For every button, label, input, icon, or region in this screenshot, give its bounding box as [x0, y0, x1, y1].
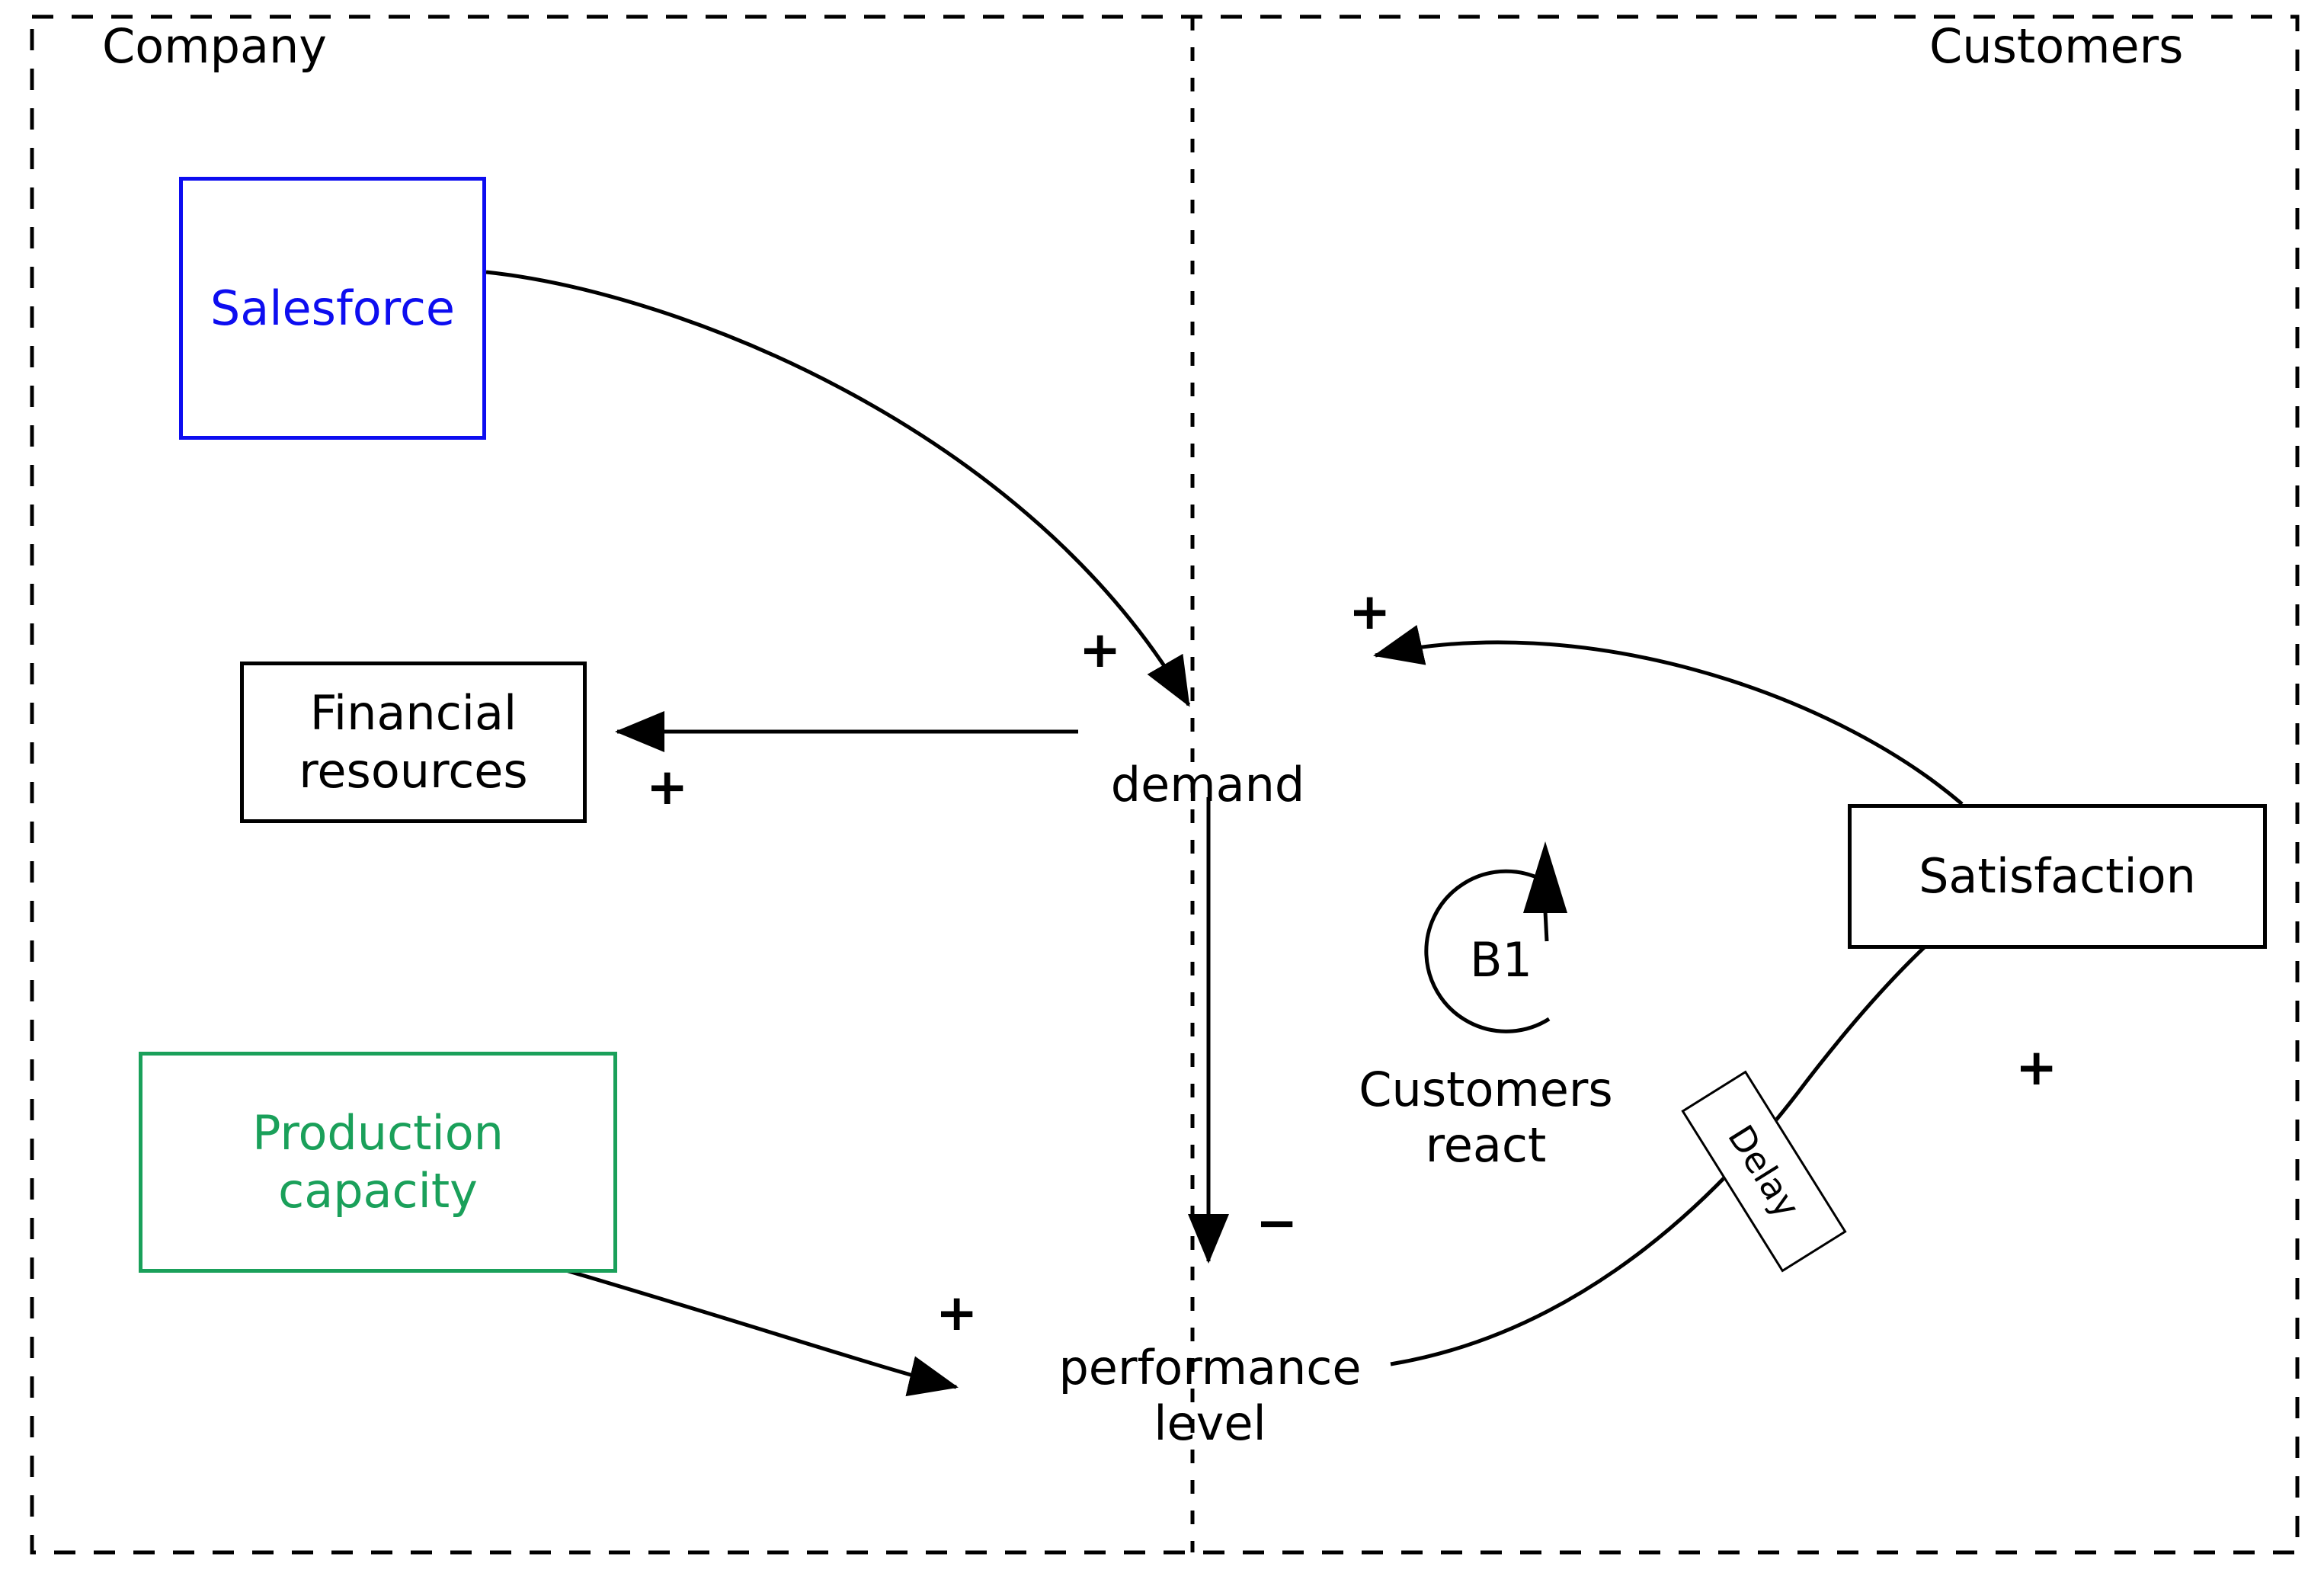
link-salesforce-to-demand [485, 270, 1191, 707]
boundary-title-customers: Customers [1929, 18, 2184, 74]
node-production-capacity[interactable]: Production capacity [139, 1052, 617, 1273]
loop-label-b1-text: B1 [1470, 932, 1532, 988]
loop-caption-text: Customers react [1359, 1062, 1613, 1174]
sign-production-capacity-to-performance-level: + [936, 1283, 978, 1342]
node-satisfaction-label: Satisfaction [1919, 848, 2196, 905]
node-salesforce-label: Salesforce [210, 280, 456, 336]
boundary-title-company: Company [102, 18, 327, 74]
loop-indicator-b1-arrow-stem [1543, 911, 1549, 942]
node-financial-resources[interactable]: Financial resources [240, 662, 587, 823]
loop-indicator-b1-arrowhead [1523, 841, 1567, 913]
node-production-capacity-label: Production capacity [252, 1105, 504, 1219]
node-satisfaction[interactable]: Satisfaction [1848, 804, 2267, 949]
sign-demand-to-financial-resources: + [646, 758, 689, 816]
sign-performance-level-to-satisfaction: + [2015, 1038, 2058, 1097]
node-demand[interactable]: demand [1074, 701, 1341, 812]
loop-label-b1: B1 [1432, 876, 1570, 988]
node-salesforce[interactable]: Salesforce [179, 177, 486, 440]
sign-demand-to-performance-level: − [1256, 1193, 1298, 1252]
node-performance-level-label: performance level [1058, 1340, 1362, 1452]
loop-indicator-b1-arc [1424, 869, 1551, 1033]
node-financial-resources-label: Financial resources [299, 685, 528, 799]
link-production-capacity-to-performance-level [542, 1261, 959, 1397]
sign-satisfaction-to-demand: + [1349, 582, 1391, 641]
loop-caption-customers-react: Customers react [1303, 1006, 1669, 1173]
boundary-frame [30, 14, 2300, 1555]
node-performance-level[interactable]: performance level [1004, 1284, 1416, 1451]
sign-salesforce-to-demand: + [1079, 620, 1122, 679]
node-demand-label: demand [1110, 757, 1305, 813]
link-satisfaction-to-demand [1373, 625, 1964, 806]
